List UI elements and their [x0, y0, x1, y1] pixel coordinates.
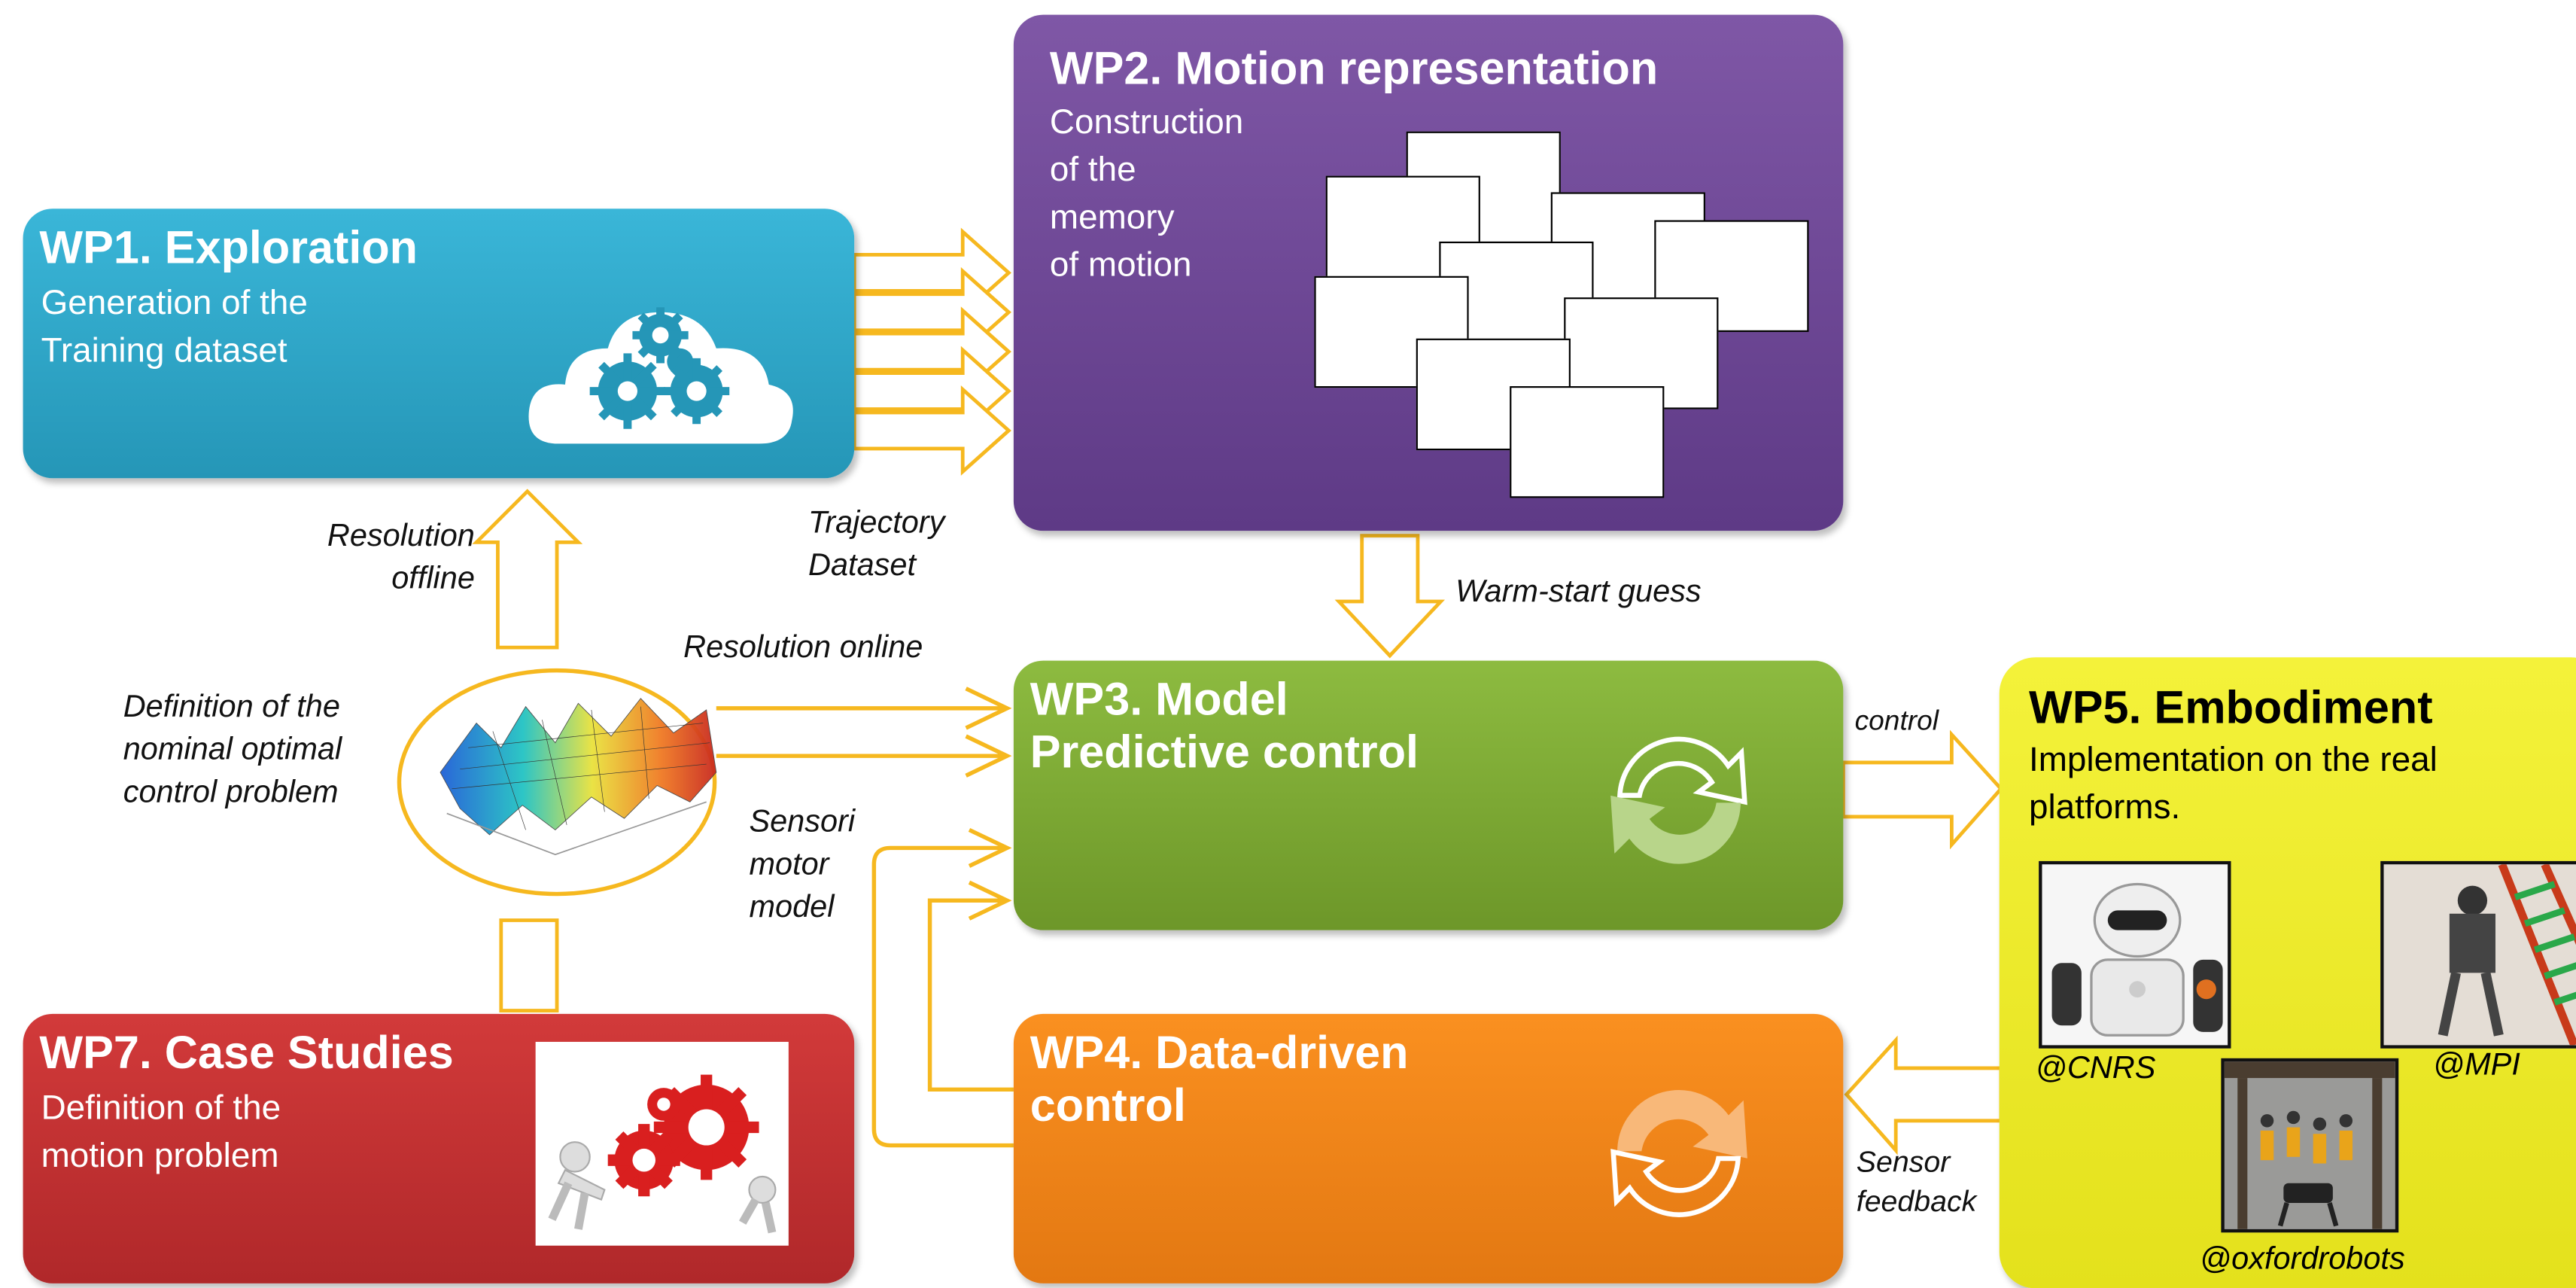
wp2-subtitle: Construction of the memory of motion	[1050, 99, 1243, 289]
label-line: offline	[391, 562, 475, 597]
wp1-subtitle: Generation of the Training dataset	[41, 279, 308, 375]
warm-start-arrow	[1334, 534, 1446, 659]
mpi-credit-label: @MPI	[2433, 1048, 2520, 1083]
wp3-model-predictive-control-box: WP3. Model Predictive control	[1013, 660, 1844, 930]
sensor-feedback-label: Sensor feedback	[1857, 1142, 1976, 1221]
wp3-title-line: WP3. Model	[1029, 674, 1288, 725]
motion-frame	[1510, 386, 1665, 498]
cloud-gears-icon	[528, 307, 793, 444]
resolution-online-arrow	[965, 734, 1012, 778]
label-line: motor	[749, 848, 829, 883]
wp1-exploration-box: WP1. Exploration Generation of the Train…	[23, 209, 855, 479]
refresh-cycle-icon	[1610, 1090, 1747, 1217]
wp5-title: WP5. Embodiment	[2029, 681, 2433, 733]
wp2-subtitle-line: of motion	[1049, 246, 1192, 285]
sensorimotor-model-label: Sensori motor model	[749, 802, 855, 930]
warm-start-label: Warm-start guess	[1455, 575, 1702, 610]
wp2-subtitle-line: of the	[1049, 151, 1136, 190]
wp1-subtitle-line: Training dataset	[41, 331, 287, 370]
wp7-subtitle-line: Definition of the	[41, 1089, 281, 1128]
sensorimotor-loop-arrow	[968, 827, 1012, 868]
label-line: control problem	[123, 775, 339, 811]
people-pushing-gears-icon	[535, 1042, 789, 1246]
control-label: control	[1854, 705, 1939, 736]
cnrs-credit-label: @CNRS	[2035, 1052, 2156, 1086]
label-line: model	[749, 891, 835, 926]
wp4-data-driven-control-box: WP4. Data-driven control	[1013, 1013, 1844, 1283]
wp2-motion-representation-box: WP2. Motion representation Construction …	[1013, 14, 1844, 531]
center-problem-label: Definition of the nominal optimal contro…	[123, 687, 342, 815]
wp4-title: WP4. Data-driven control	[1030, 1027, 1409, 1132]
label-line: Sensori	[749, 805, 856, 840]
wp7-title: WP7. Case Studies	[39, 1027, 454, 1079]
wp7-subtitle-line: motion problem	[41, 1137, 279, 1175]
wp3-title: WP3. Model Predictive control	[1030, 674, 1419, 779]
3d-surface-plot-icon	[439, 698, 717, 856]
resolution-offline-arrow	[472, 489, 583, 650]
label-line: nominal optimal	[123, 732, 342, 768]
oxford-robot-photo	[2221, 1058, 2399, 1233]
mpi-robot-photo	[2380, 860, 2576, 1049]
sensorimotor-loop-arrow	[871, 845, 1014, 1148]
wp1-title: WP1. Exploration	[39, 221, 418, 273]
label-line: Dataset	[808, 549, 916, 583]
refresh-cycle-icon	[1610, 736, 1747, 864]
label-line: Trajectory	[808, 506, 945, 541]
label-line: Sensor	[1856, 1145, 1951, 1179]
wp4-title-line: control	[1029, 1079, 1186, 1131]
wp2-subtitle-line: Construction	[1049, 103, 1244, 142]
control-arrow	[1841, 729, 2004, 850]
wp5-subtitle: Implementation on the real platforms.	[2029, 741, 2438, 827]
label-line: feedback	[1856, 1184, 1977, 1218]
sensor-feedback-arrow	[1844, 1035, 2003, 1156]
wp5-embodiment-box: WP5. Embodiment Implementation on the re…	[1999, 657, 2576, 1288]
cnrs-robot-photo	[2039, 860, 2231, 1049]
wp7-case-studies-box: WP7. Case Studies Definition of the moti…	[23, 1013, 855, 1283]
resolution-online-arrow	[965, 687, 1012, 730]
wp1-to-wp2-arrow	[852, 385, 1011, 476]
wp2-title: WP2. Motion representation	[1049, 42, 1659, 94]
wp2-subtitle-line: memory	[1049, 199, 1175, 237]
wp4-title-line: WP4. Data-driven	[1029, 1027, 1409, 1079]
sensorimotor-loop-arrow	[968, 880, 1012, 921]
sensorimotor-loop-arrow	[927, 898, 1014, 1092]
wp1-subtitle-line: Generation of the	[41, 284, 308, 322]
resolution-offline-label: Resolution offline	[307, 516, 475, 601]
wp7-subtitle: Definition of the motion problem	[41, 1085, 281, 1180]
resolution-online-label: Resolution online	[683, 631, 923, 666]
wp3-title-line: Predictive control	[1029, 726, 1419, 778]
trajectory-dataset-label: Trajectory Dataset	[808, 503, 944, 589]
label-line: Resolution	[327, 519, 475, 554]
label-line: Definition of the	[123, 690, 340, 725]
wp7-to-center-arrow	[499, 918, 559, 1012]
oxfordrobots-credit-label: @oxfordrobots	[2200, 1242, 2405, 1277]
